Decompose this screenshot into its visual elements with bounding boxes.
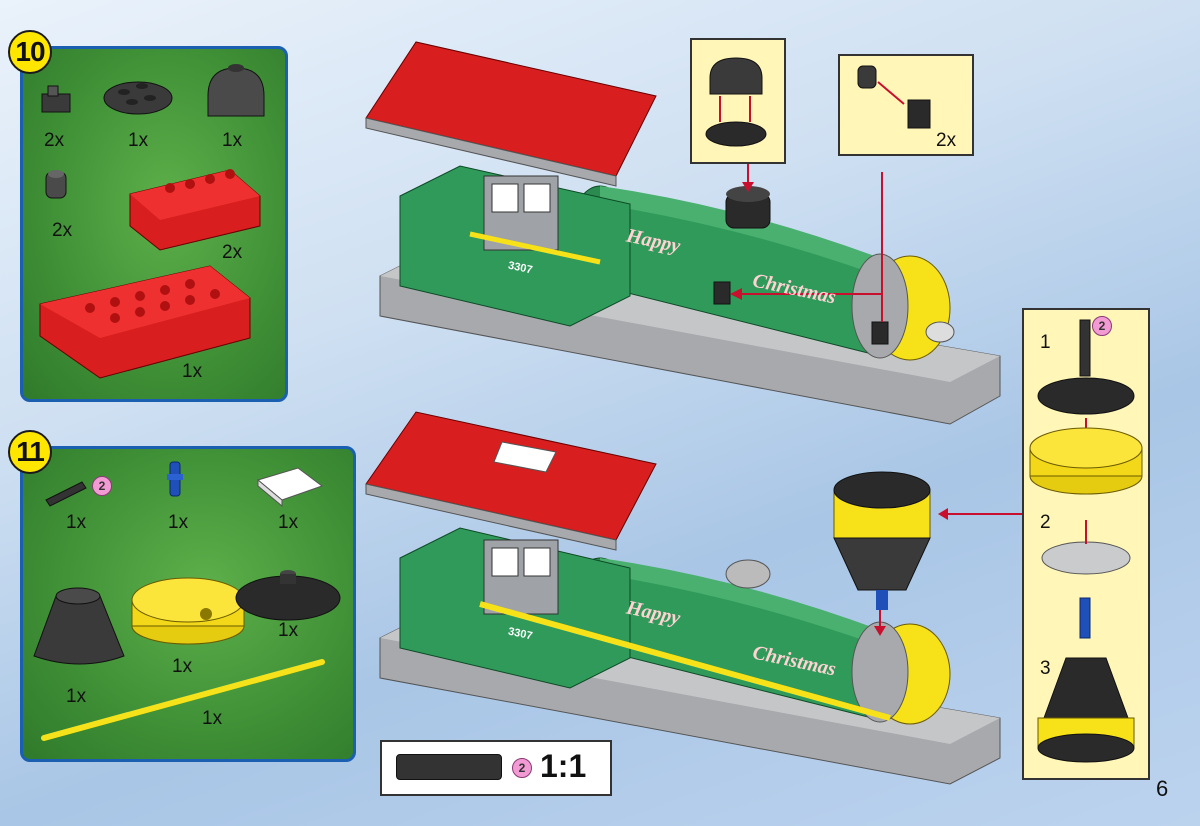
step-10-qty-round-plate: 1x xyxy=(128,130,149,151)
step-11-parts xyxy=(33,461,341,741)
callout-pin-qty: 2x xyxy=(936,130,957,151)
red-slope-2x4-part xyxy=(129,169,261,251)
step-11-number: 11 xyxy=(8,430,52,474)
steam-dome xyxy=(725,186,771,229)
step-11-qty-axle: 1x xyxy=(66,512,87,533)
yellow-round-brick-part xyxy=(131,577,245,645)
step-10-qty-dome: 1x xyxy=(222,130,243,151)
step-10-qty-pin: 2x xyxy=(52,220,73,241)
subassembly-label-3: 3 xyxy=(1040,658,1051,679)
callout-pin-graphic xyxy=(857,65,931,129)
red-slope-large-part xyxy=(39,265,251,379)
step-11-qty-blue-pin: 1x xyxy=(168,512,189,533)
chimney-assembly xyxy=(833,471,931,610)
pin-connector-part xyxy=(45,170,67,199)
clip-brick-left xyxy=(713,281,731,305)
step-11-qty-black-dish: 1x xyxy=(278,620,299,641)
step-11-qty-white-tile: 1x xyxy=(278,512,299,533)
axle-part xyxy=(45,481,87,507)
step-11-qty-cone: 1x xyxy=(66,686,87,707)
smokebox-front xyxy=(851,253,955,361)
dome-part xyxy=(207,64,265,117)
scale-axle-graphic xyxy=(396,754,502,780)
cab-roof xyxy=(365,41,657,187)
chimney-subassembly-graphic xyxy=(1029,319,1143,763)
clip-brick-right xyxy=(871,321,889,345)
step-10-parts xyxy=(39,64,265,379)
step-10-qty-clip: 2x xyxy=(44,130,65,151)
subassembly-label-2: 2 xyxy=(1040,512,1051,533)
subassembly-label-1: 1 xyxy=(1040,332,1051,353)
engine-build-step-11 xyxy=(365,411,1001,785)
scale-badge: 2 xyxy=(512,758,532,778)
step-11-qty-yellow-brick: 1x xyxy=(172,656,193,677)
black-cone-part xyxy=(33,587,125,665)
subassembly-badge: 2 xyxy=(1092,316,1112,336)
step-10-qty-slope-large: 1x xyxy=(182,361,203,382)
step-11-qty-rod: 1x xyxy=(202,708,223,729)
yellow-rod-part xyxy=(41,659,325,741)
step-11-axle-badge: 2 xyxy=(92,476,112,496)
engine-build-step-10 xyxy=(365,41,1001,425)
blue-pin-part xyxy=(167,461,183,497)
clip-brick-part xyxy=(41,85,71,113)
yellow-rod-installed xyxy=(479,601,891,721)
page-number: 6 xyxy=(1156,776,1169,801)
subassembly-arrow xyxy=(938,508,1022,520)
round-plate-part xyxy=(103,81,173,115)
step-10-qty-slope-small: 2x xyxy=(222,242,243,263)
cab xyxy=(399,165,631,327)
step-10-number: 10 xyxy=(8,30,52,74)
black-dish-part xyxy=(235,570,341,621)
white-tile-part xyxy=(256,467,324,508)
callout-dome-graphic xyxy=(705,57,767,147)
scale-ratio: 1:1 xyxy=(540,748,587,784)
